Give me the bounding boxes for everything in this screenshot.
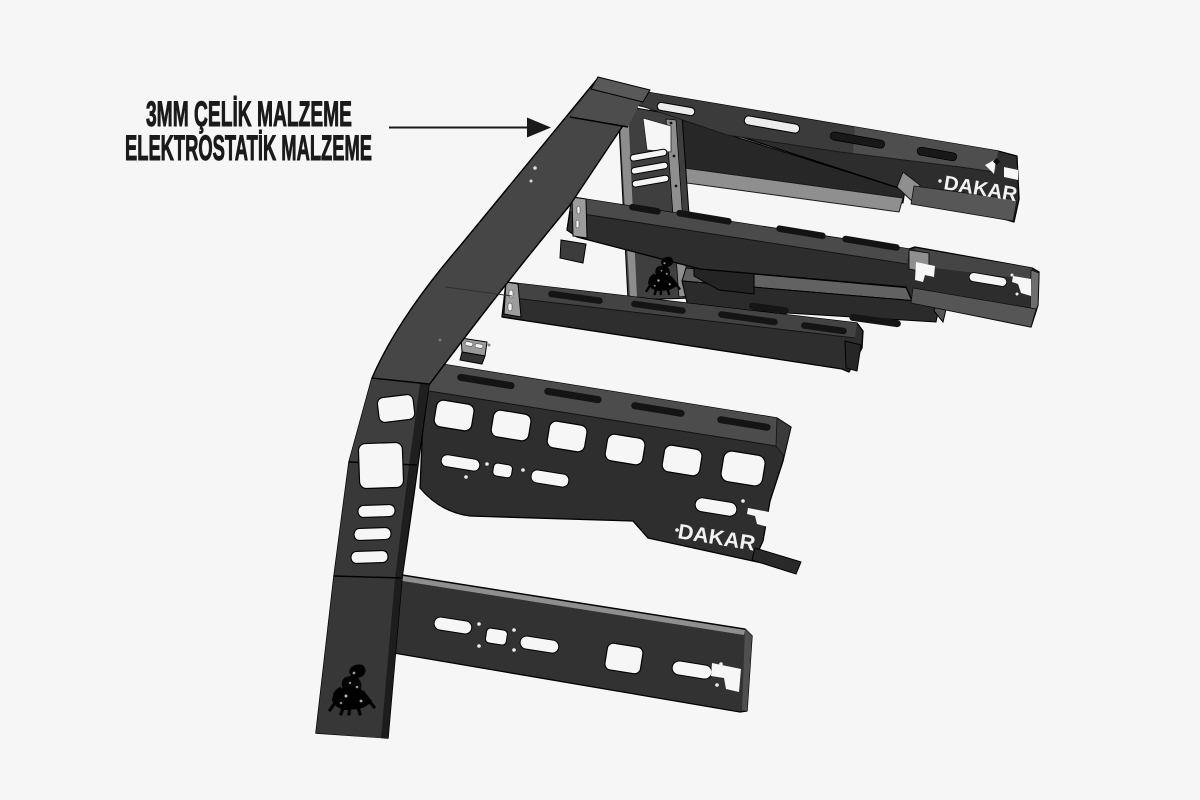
svg-text:ELEKTROSTATİK MALZEME: ELEKTROSTATİK MALZEME <box>125 129 372 168</box>
svg-text:3MM ÇELİK MALZEME: 3MM ÇELİK MALZEME <box>146 95 352 134</box>
